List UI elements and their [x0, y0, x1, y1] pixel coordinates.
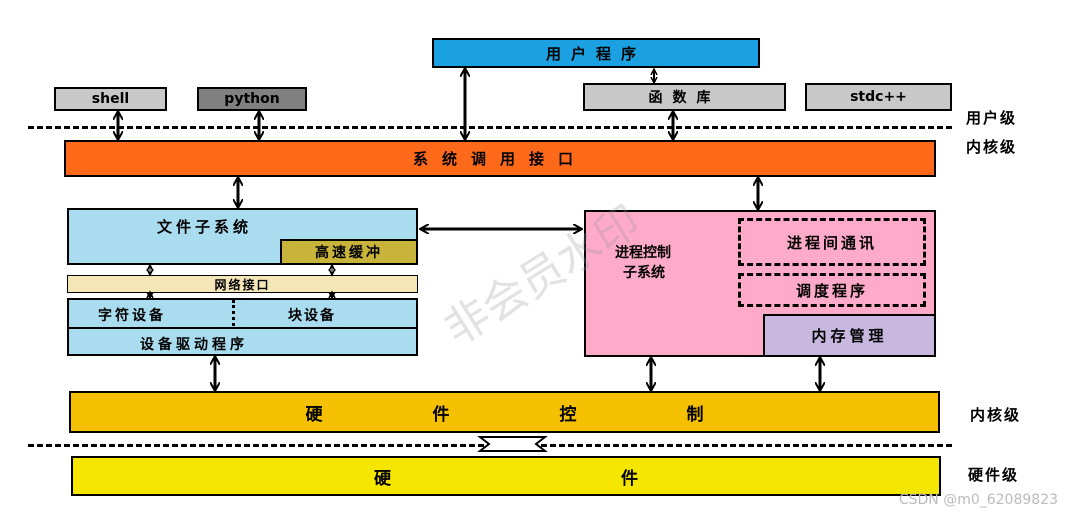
ipc-box: 进程间通讯 [738, 218, 926, 266]
hardware-control-label: 硬件控制 [305, 404, 814, 425]
kernel-level-tag: 内核级 [966, 138, 1018, 156]
device-divider [232, 300, 235, 326]
device-row-line [68, 327, 417, 329]
network-interface-label: 网络接口 [214, 277, 271, 292]
user-kernel-separator [28, 126, 952, 129]
scheduler-label: 调度程序 [795, 281, 868, 300]
hardware-level-tag: 硬件级 [968, 466, 1020, 484]
memory-mgmt-label: 内存管理 [811, 327, 888, 345]
user-program-label: 用户程序 [545, 44, 646, 63]
python-label: python [224, 91, 280, 107]
csdn-credit: CSDN @m0_62089823 [898, 492, 1058, 508]
cache-label: 高速缓冲 [315, 245, 383, 261]
file-subsystem-box: 文件子系统 [67, 208, 418, 265]
python-box: python [197, 87, 307, 111]
syscall-interface-label: 系统调用接口 [412, 150, 587, 168]
process-subsystem-label-2: 子系统 [623, 265, 665, 281]
block-device-label: 块设备 [288, 308, 336, 324]
hardware-control-box: 硬件控制 [69, 391, 940, 433]
scheduler-box: 调度程序 [738, 273, 926, 307]
char-device-label: 字符设备 [98, 308, 166, 324]
memory-mgmt-box: 内存管理 [763, 314, 936, 357]
libc-box: 函数库 [583, 83, 786, 111]
kernel-level-tag-2: 内核级 [970, 406, 1022, 424]
file-subsystem-label: 文件子系统 [157, 218, 253, 236]
kernel-hardware-separator [28, 444, 952, 447]
stdcpp-label: stdc++ [850, 89, 907, 105]
syscall-interface-box: 系统调用接口 [64, 140, 936, 177]
shell-box: shell [54, 87, 167, 111]
stdcpp-box: stdc++ [805, 83, 952, 111]
cache-box: 高速缓冲 [280, 239, 418, 265]
device-driver-label: 设备驱动程序 [140, 337, 248, 353]
user-level-tag: 用户级 [966, 109, 1018, 127]
hardware-box: 硬件 [71, 456, 941, 496]
shell-label: shell [91, 91, 130, 107]
process-subsystem-label-1: 进程控制 [615, 245, 671, 261]
network-interface-box: 网络接口 [67, 275, 418, 293]
hardware-label: 硬件 [374, 468, 868, 489]
ipc-label: 进程间通讯 [786, 233, 877, 252]
libc-label: 函数库 [648, 90, 721, 106]
user-program-box: 用户程序 [432, 38, 760, 68]
